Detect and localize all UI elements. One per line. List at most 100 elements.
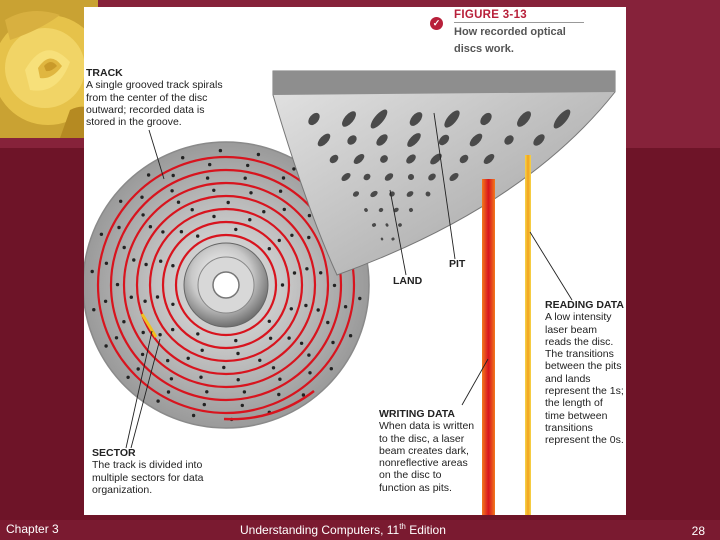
track-data-dot <box>282 207 286 212</box>
pit-mark <box>406 191 414 197</box>
track-data-dot <box>171 302 175 306</box>
land-label: LAND <box>393 275 423 287</box>
land-leader-line <box>389 189 407 276</box>
footer-book-prefix: Understanding Computers, 11 <box>240 523 400 537</box>
track-description: A single grooved track spirals from the … <box>86 79 223 129</box>
magnified-top-edge <box>273 71 615 95</box>
footer-page-number: 28 <box>691 524 705 538</box>
track-data-dot <box>301 393 306 397</box>
track-ring <box>122 181 330 389</box>
track-data-dot <box>136 367 140 371</box>
pit-mark <box>438 134 450 146</box>
pit-mark <box>444 110 460 128</box>
track-data-dot <box>104 344 108 348</box>
track-data-dot <box>141 330 145 335</box>
writing-laser-beam <box>482 179 495 515</box>
rose-decoration-image <box>0 0 98 138</box>
pit-mark <box>407 133 421 147</box>
disc-center-hole <box>212 271 240 299</box>
pit-mark <box>370 109 388 129</box>
track-data-dot <box>258 358 262 362</box>
track-data-dot <box>243 176 247 180</box>
track-data-dot <box>143 299 147 303</box>
track-data-dot <box>158 333 162 337</box>
optical-disc-diagram <box>84 70 616 515</box>
track-data-dot <box>126 375 130 379</box>
track-data-dot <box>226 200 230 205</box>
track-data-dot <box>308 371 312 375</box>
track-data-dot <box>148 225 153 229</box>
track-data-dot <box>92 308 96 312</box>
track-data-dot <box>171 264 175 268</box>
pit-mark <box>376 134 388 146</box>
track-ring <box>96 155 356 415</box>
track-data-dot <box>196 234 200 238</box>
pit-mark <box>428 173 436 181</box>
pit-mark <box>425 191 431 197</box>
reading-data-label: READING DATA A low intensity laser beam … <box>545 299 625 447</box>
track-data-dot <box>212 214 216 219</box>
pit-leader-line <box>433 112 456 260</box>
reading-laser-beam <box>525 155 531 515</box>
figure-title-rule <box>454 22 584 23</box>
pit-mark <box>342 111 356 127</box>
track-data-dot <box>103 299 108 303</box>
track-data-dot <box>141 213 145 217</box>
sector-description: The track is divided into multiple secto… <box>92 459 204 496</box>
pit-mark <box>364 208 368 212</box>
track-leader-line <box>148 129 165 180</box>
track-data-dot <box>268 336 273 340</box>
track-data-dot <box>99 232 104 236</box>
sector-heading: SECTOR <box>92 447 136 459</box>
figure-title: FIGURE 3-13 <box>454 9 527 21</box>
pit-mark <box>409 112 423 126</box>
track-ring <box>161 220 291 350</box>
track-data-dot <box>319 271 323 275</box>
writing-data-label: WRITING DATA When data is written to the… <box>379 408 476 494</box>
track-outer-segment <box>223 390 315 421</box>
track-data-dot <box>304 303 308 308</box>
pit-mark <box>363 173 371 181</box>
track-data-dot <box>196 332 200 336</box>
pit-mark <box>407 173 415 181</box>
pit-pattern-group <box>308 109 571 241</box>
track-data-dot <box>132 258 136 262</box>
footer-chapter: Chapter 3 <box>6 522 59 536</box>
pit-mark <box>353 153 365 165</box>
footer-book-sup: th <box>399 522 406 531</box>
sector-label: SECTOR The track is divided into multipl… <box>92 447 217 496</box>
track-data-dot <box>236 351 240 356</box>
pit-mark <box>398 223 402 227</box>
track-data-dot <box>205 176 210 180</box>
pit-mark <box>317 133 331 147</box>
track-data-dot <box>278 189 283 193</box>
footer-book-suffix: Edition <box>405 523 446 537</box>
track-data-dot <box>190 208 194 212</box>
pit-mark <box>371 223 377 227</box>
pit-mark <box>469 133 483 147</box>
track-data-dot <box>236 378 240 382</box>
track-data-dot <box>242 390 247 394</box>
track-data-dot <box>122 245 126 250</box>
track-data-dot <box>234 227 238 232</box>
track-data-dot <box>119 199 123 203</box>
track-data-dot <box>117 225 121 230</box>
track-data-dot <box>166 390 171 394</box>
track-data-dot <box>199 375 203 379</box>
track-data-dot <box>186 356 190 360</box>
figure-subtitle: How recorded optical discs work. <box>454 26 566 55</box>
pit-mark <box>370 190 378 198</box>
track-data-dot <box>169 377 174 381</box>
track-data-dot <box>240 403 244 408</box>
pit-mark <box>378 207 384 213</box>
track-data-dots-group <box>90 148 362 422</box>
sector-marker <box>140 313 158 338</box>
pit-mark <box>504 135 514 145</box>
track-data-dot <box>176 200 181 204</box>
reading-data-description: A low intensity laser beam reads the dis… <box>545 311 624 447</box>
track-data-dot <box>271 366 276 370</box>
track-data-dot <box>171 173 175 178</box>
track-data-dot <box>267 319 271 323</box>
pit-mark <box>347 135 357 145</box>
pit-mark <box>329 154 339 164</box>
